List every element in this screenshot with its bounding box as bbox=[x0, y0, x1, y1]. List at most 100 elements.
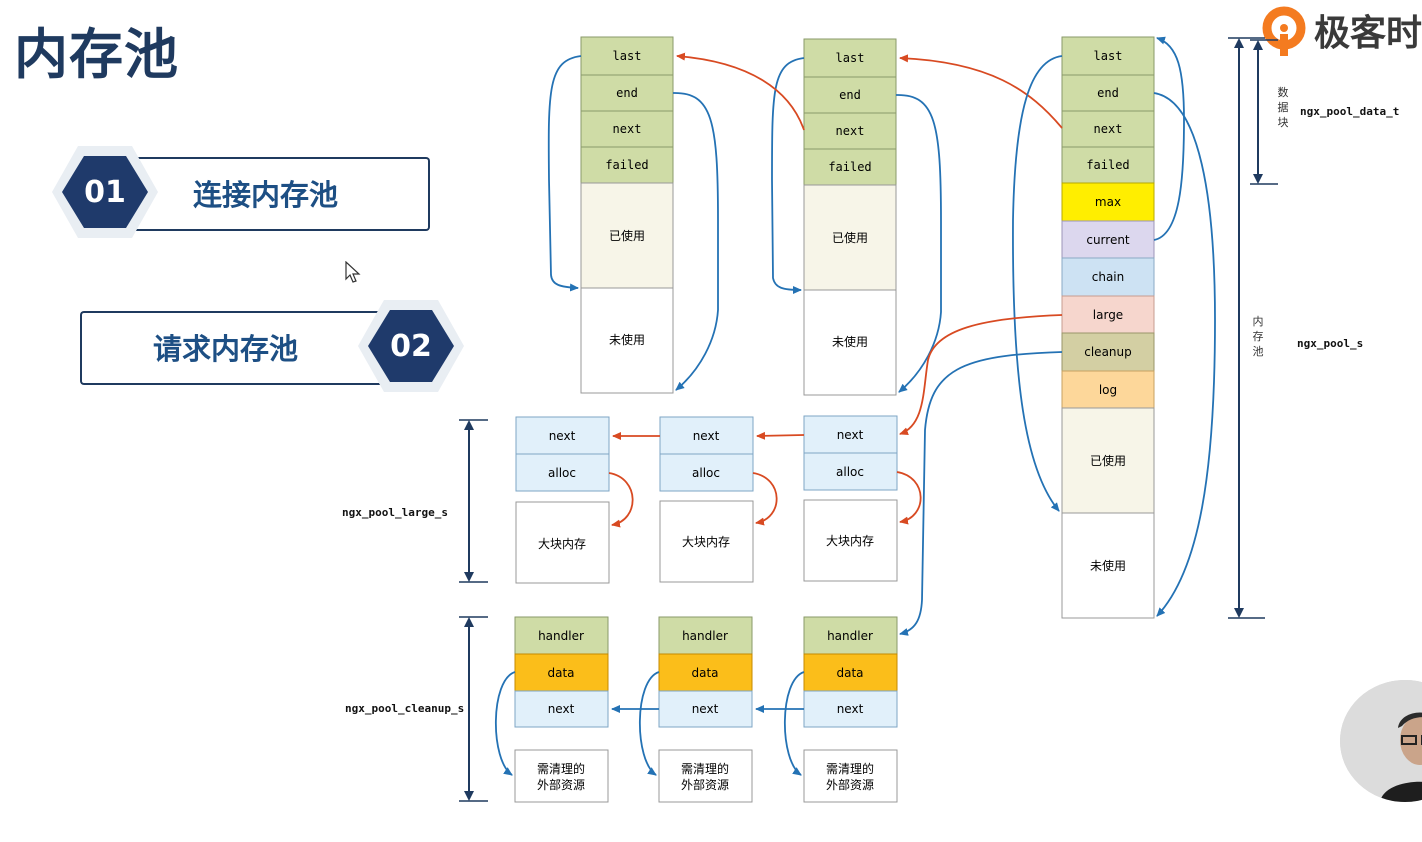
field-cell bbox=[1061, 295, 1155, 334]
pool-label: 内 bbox=[1253, 314, 1264, 328]
next-pointer-arrow bbox=[899, 54, 1063, 129]
large-pointer-arrow bbox=[899, 314, 1063, 436]
logo-text: 极客时 bbox=[1313, 13, 1422, 54]
unused-area bbox=[1061, 512, 1155, 619]
field-cell bbox=[803, 452, 898, 491]
pool-dimension-bracket bbox=[1228, 37, 1265, 619]
data-block-label: 数 bbox=[1278, 86, 1289, 99]
field-label: chain bbox=[1092, 270, 1125, 284]
field-cell bbox=[803, 76, 897, 114]
field-cell bbox=[514, 690, 609, 728]
field-cell bbox=[580, 146, 674, 184]
menu-number: 02 bbox=[390, 329, 432, 364]
field-label: cleanup bbox=[1084, 345, 1132, 359]
field-label: handler bbox=[538, 629, 584, 643]
cleanup-block-2: handler data next 需清理的 外部资源 bbox=[658, 616, 753, 803]
large-next-arrow bbox=[756, 431, 805, 440]
field-label: last bbox=[613, 49, 642, 63]
pool-label: 存 bbox=[1253, 329, 1264, 343]
field-label: next bbox=[837, 702, 864, 716]
field-cell bbox=[1061, 257, 1155, 297]
field-label: end bbox=[616, 86, 638, 100]
data-block-dimension-bracket bbox=[1250, 39, 1278, 185]
field-cell bbox=[515, 416, 610, 455]
field-label: end bbox=[1097, 86, 1119, 100]
end-pointer-arrow bbox=[1153, 92, 1216, 617]
resource-label: 需清理的 bbox=[537, 761, 585, 776]
large-memory-label: 大块内存 bbox=[538, 537, 586, 551]
alloc-pointer-arrow bbox=[608, 472, 634, 528]
field-label: next bbox=[836, 124, 865, 138]
data-pointer-arrow bbox=[494, 671, 516, 776]
used-label: 已使用 bbox=[609, 228, 645, 243]
field-cell bbox=[803, 616, 898, 655]
data-block-label: 块 bbox=[1278, 116, 1289, 129]
used-area bbox=[580, 182, 674, 289]
resource-label: 外部资源 bbox=[681, 777, 729, 792]
cleanup-pointer-arrow bbox=[899, 351, 1063, 636]
large-memory-area bbox=[659, 500, 754, 583]
end-pointer-arrow bbox=[672, 92, 719, 391]
pool-label: 池 bbox=[1253, 345, 1264, 358]
used-label: 已使用 bbox=[1090, 453, 1126, 468]
resource-label: 外部资源 bbox=[537, 777, 585, 792]
field-label: next bbox=[613, 122, 642, 136]
field-label: data bbox=[547, 666, 574, 680]
resource-area bbox=[658, 749, 753, 803]
field-label: next bbox=[548, 702, 575, 716]
cleanup-block-3: handler data next 需清理的 外部资源 bbox=[803, 616, 898, 803]
large-memory-label: 大块内存 bbox=[682, 535, 730, 549]
large-struct-label: ngx_pool_large_s bbox=[342, 506, 448, 519]
large-memory-label: 大块内存 bbox=[826, 534, 874, 548]
field-label: failed bbox=[828, 160, 871, 174]
large-block-2: next alloc 大块内存 bbox=[659, 416, 754, 583]
hexagon-badge: 02 bbox=[356, 298, 466, 394]
data-block-label: 据 bbox=[1278, 100, 1289, 114]
page-title: 内存池 bbox=[14, 23, 179, 86]
used-label: 已使用 bbox=[832, 230, 868, 245]
field-label: next bbox=[1094, 122, 1123, 136]
field-label: max bbox=[1095, 195, 1121, 209]
pool-block-1: last end next failed 已使用 未使用 bbox=[580, 36, 674, 394]
cleanup-block-1: handler data next 需清理的 外部资源 bbox=[514, 616, 609, 803]
field-label: next bbox=[693, 429, 720, 443]
unused-label: 未使用 bbox=[832, 334, 868, 349]
resource-label: 需清理的 bbox=[826, 761, 874, 776]
pool-block-2: last end next failed 已使用 未使用 bbox=[803, 38, 897, 396]
field-cell bbox=[1061, 220, 1155, 259]
field-label: failed bbox=[605, 158, 648, 172]
field-label: next bbox=[692, 702, 719, 716]
field-cell bbox=[515, 453, 610, 492]
field-cell bbox=[803, 690, 898, 728]
hexagon-badge: 01 bbox=[50, 144, 160, 240]
large-block-3: next alloc 大块内存 bbox=[803, 415, 898, 582]
field-label: handler bbox=[827, 629, 873, 643]
field-label: log bbox=[1099, 383, 1117, 397]
large-memory-area bbox=[515, 501, 610, 584]
resource-label: 需清理的 bbox=[681, 761, 729, 776]
field-label: last bbox=[836, 51, 865, 65]
alloc-pointer-arrow bbox=[752, 472, 778, 526]
cleanup-dimension-bracket bbox=[459, 616, 488, 802]
data-pointer-arrow bbox=[783, 671, 805, 776]
field-label: last bbox=[1094, 49, 1123, 63]
resource-area bbox=[803, 749, 898, 803]
field-cell bbox=[659, 453, 754, 492]
field-label: large bbox=[1093, 308, 1123, 322]
field-label: next bbox=[549, 429, 576, 443]
logo-icon bbox=[1262, 6, 1306, 56]
field-label: current bbox=[1086, 233, 1130, 247]
menu-label: 连接内存池 bbox=[193, 178, 339, 212]
large-memory-area bbox=[803, 499, 898, 582]
field-cell bbox=[658, 616, 753, 655]
field-cell bbox=[803, 148, 897, 186]
main-pool-block: last end next failed max current chain l… bbox=[1061, 36, 1155, 619]
menu-box bbox=[80, 311, 400, 385]
used-area bbox=[803, 184, 897, 291]
unused-area bbox=[803, 289, 897, 396]
field-label: failed bbox=[1086, 158, 1129, 172]
field-label: alloc bbox=[548, 466, 576, 480]
menu-label: 请求内存池 bbox=[153, 332, 299, 366]
field-label: next bbox=[837, 428, 864, 442]
current-pointer-arrow bbox=[1153, 36, 1185, 241]
